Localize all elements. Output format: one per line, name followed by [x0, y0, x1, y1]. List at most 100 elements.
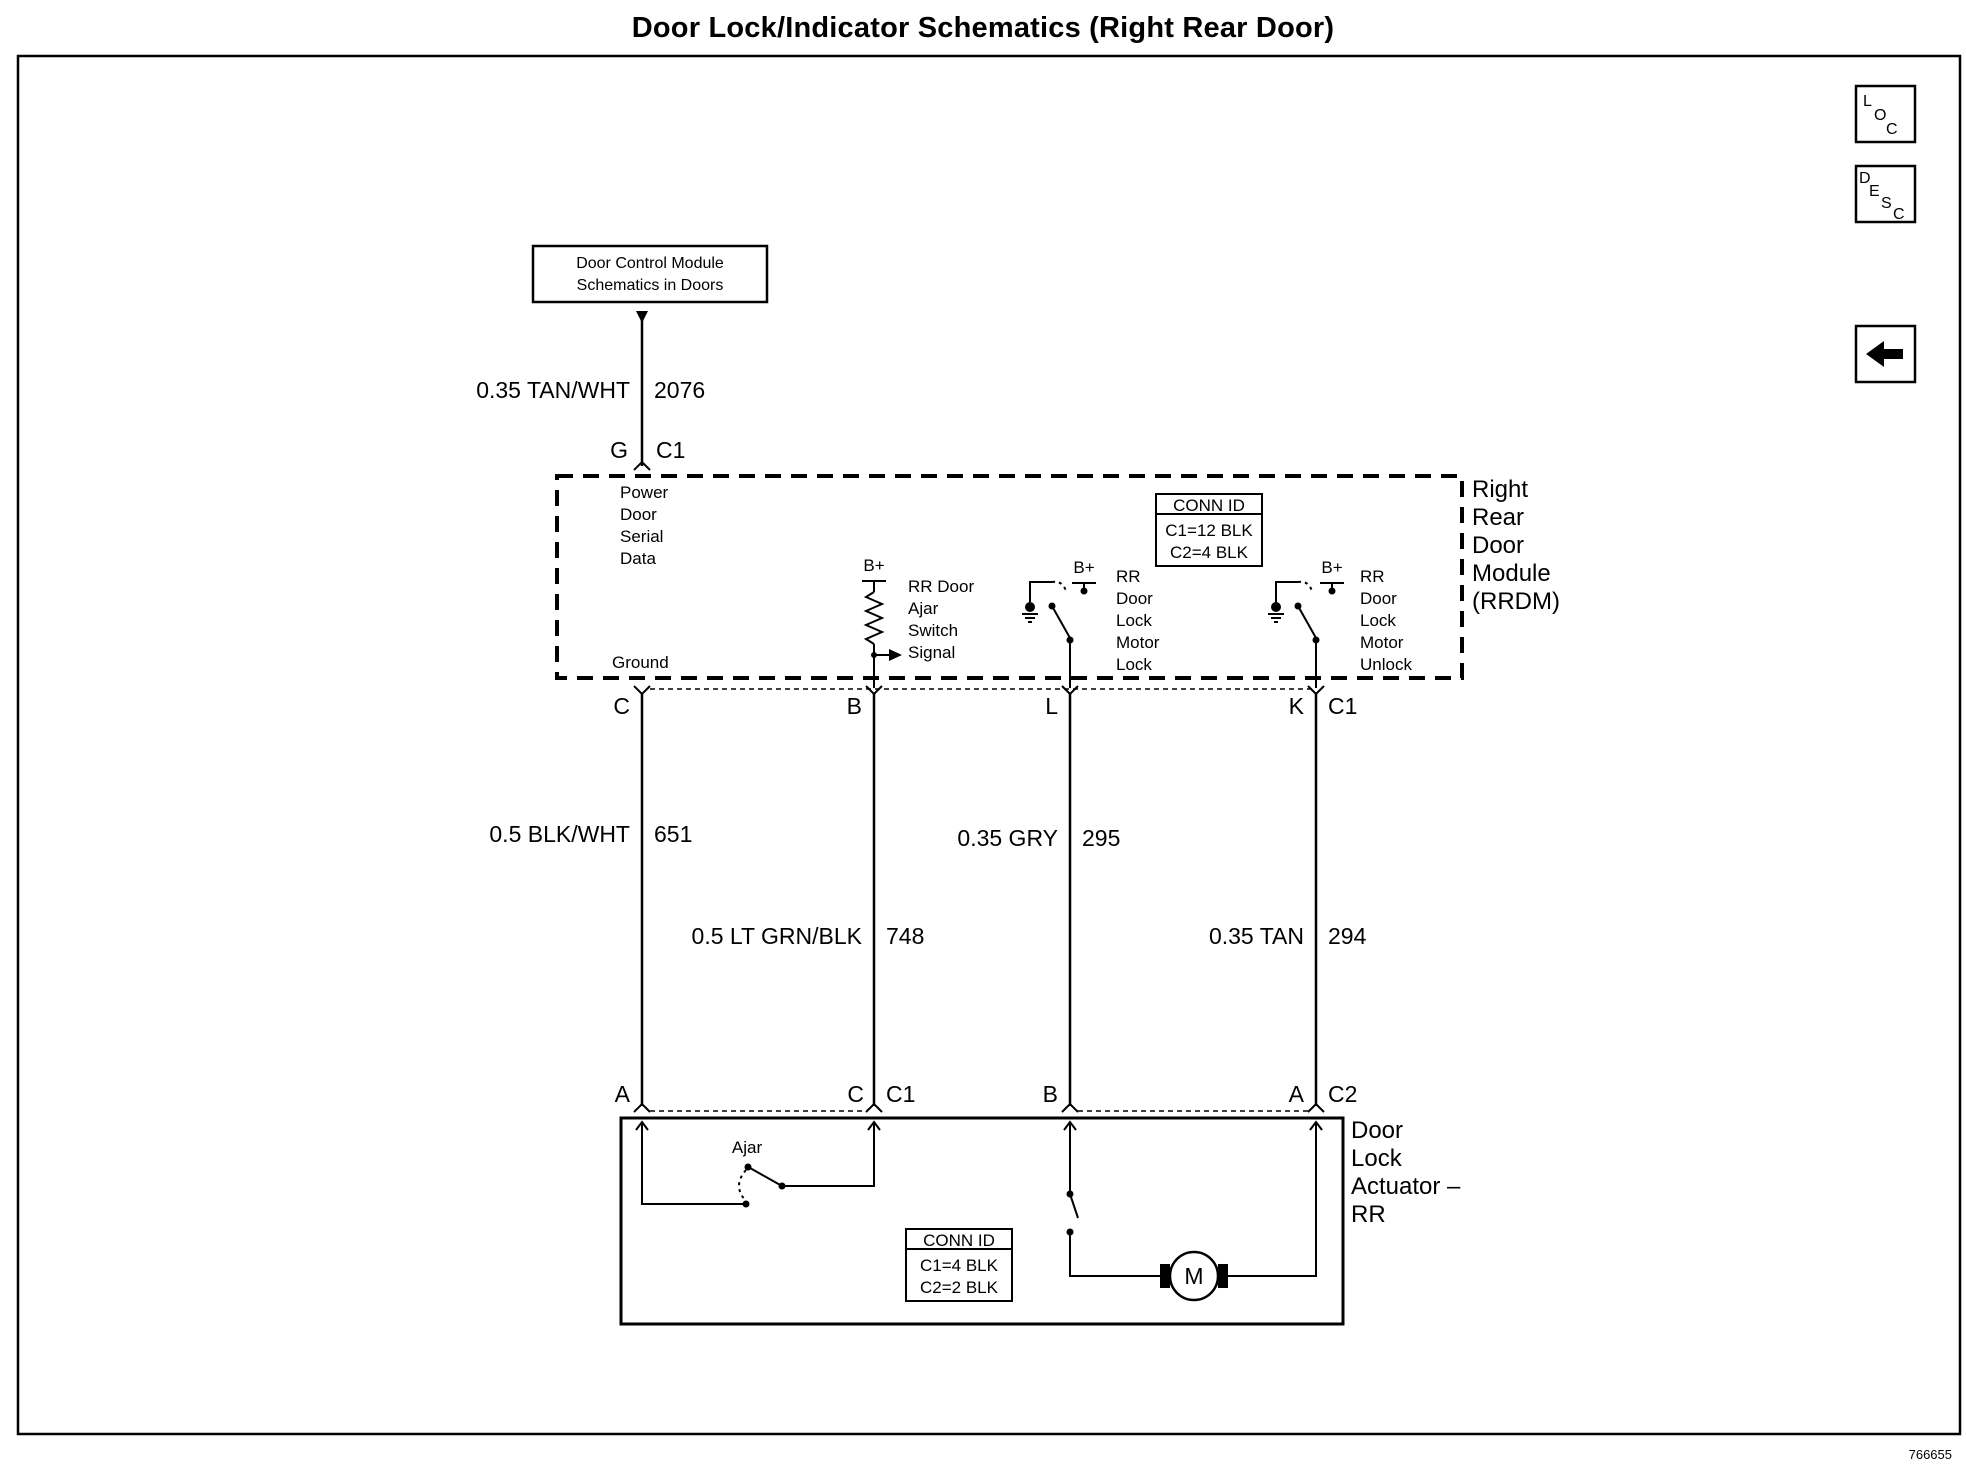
rrdm-name-line1: Right: [1472, 476, 1528, 503]
label-ground: Ground: [612, 653, 669, 672]
connector-c-icon: [633, 685, 651, 696]
svg-text:Door Control Module: Door Control Module: [576, 255, 724, 272]
rrdm-name-line2: Rear: [1472, 504, 1524, 531]
svg-text:E: E: [1869, 183, 1880, 200]
svg-text:L: L: [1863, 93, 1872, 110]
arrow-up-icon: [1309, 1120, 1323, 1131]
svg-text:Schematics in Doors: Schematics in Doors: [577, 277, 724, 294]
actuator-pin-a2: A: [1289, 1081, 1305, 1107]
arrow-up-icon: [867, 1120, 881, 1131]
svg-text:CONN ID: CONN ID: [1173, 496, 1245, 515]
actuator-name-line3: Actuator –: [1351, 1173, 1461, 1200]
svg-text:Unlock: Unlock: [1360, 655, 1412, 674]
svg-text:C1=12 BLK: C1=12 BLK: [1165, 521, 1253, 540]
loc-button[interactable]: L O C: [1854, 84, 1917, 144]
wire-294-circuit: 294: [1328, 923, 1367, 949]
svg-text:Motor: Motor: [1360, 633, 1404, 652]
image-id-label: 766655: [1908, 1447, 1952, 1462]
svg-text:C2=2 BLK: C2=2 BLK: [920, 1278, 999, 1297]
wire-748-color: 0.5 LT GRN/BLK: [692, 923, 863, 949]
label-power: Power: [620, 483, 669, 502]
pin-k: K: [1289, 693, 1305, 719]
svg-text:Motor: Motor: [1116, 633, 1160, 652]
svg-text:Lock: Lock: [1116, 611, 1152, 630]
label-serial: Serial: [620, 527, 663, 546]
pin-c: C: [613, 693, 630, 719]
rrdm-name-line3: Door: [1472, 532, 1524, 559]
svg-text:Door: Door: [1360, 589, 1397, 608]
rrdm-name-line5: (RRDM): [1472, 588, 1560, 615]
wire-651-color: 0.5 BLK/WHT: [489, 821, 630, 847]
reference-box-door-control-module[interactable]: Door Control Module Schematics in Doors: [531, 244, 769, 304]
svg-text:C1=4 BLK: C1=4 BLK: [920, 1256, 999, 1275]
actuator-name-line4: RR: [1351, 1201, 1386, 1228]
conn-c1: C1: [1328, 693, 1357, 719]
label-door: Door: [620, 505, 657, 524]
label-data: Data: [620, 549, 656, 568]
diagram-border: [16, 54, 1962, 1436]
arrow-up-icon: [1063, 1120, 1077, 1131]
svg-text:RR: RR: [1116, 567, 1141, 586]
back-button[interactable]: [1854, 324, 1917, 384]
svg-text:RR Door: RR Door: [908, 577, 974, 596]
arrow-left-icon: [1866, 341, 1903, 367]
ajar-switch: Ajar: [641, 1124, 875, 1208]
actuator-conn-c2: C2: [1328, 1081, 1357, 1107]
svg-text:B+: B+: [863, 556, 884, 575]
actuator-name-line1: Door: [1351, 1117, 1403, 1144]
svg-text:C: C: [1886, 121, 1898, 138]
svg-text:O: O: [1874, 107, 1886, 124]
svg-text:Signal: Signal: [908, 643, 955, 662]
desc-button[interactable]: D E S C: [1854, 164, 1917, 224]
connector-c-actuator-icon: [865, 1102, 883, 1113]
motor-icon: [1168, 1250, 1220, 1302]
actuator-conn-c1: C1: [886, 1081, 915, 1107]
lock-motor-circuit: M: [1066, 1124, 1317, 1302]
wire-2076-color: 0.35 TAN/WHT: [476, 377, 630, 403]
svg-text:Ajar: Ajar: [908, 599, 939, 618]
actuator-conn-id: CONN ID C1=4 BLK C2=2 BLK: [905, 1228, 1013, 1302]
connector-a2-actuator-icon: [1307, 1102, 1325, 1113]
svg-text:Ajar: Ajar: [732, 1138, 763, 1157]
wire-295-color: 0.35 GRY: [957, 825, 1058, 851]
svg-text:Door: Door: [1116, 589, 1153, 608]
svg-text:C2=4 BLK: C2=4 BLK: [1170, 543, 1249, 562]
actuator-pin-b: B: [1043, 1081, 1058, 1107]
wire-651-circuit: 651: [654, 821, 692, 847]
ajar-switch-signal-circuit: B+ RR Door Ajar Switch Signal: [862, 556, 974, 688]
wire-748-circuit: 748: [886, 923, 924, 949]
svg-text:D: D: [1859, 170, 1871, 187]
svg-text:B+: B+: [1321, 558, 1342, 577]
svg-text:RR: RR: [1360, 567, 1385, 586]
actuator-pin-c: C: [847, 1081, 864, 1107]
svg-text:M: M: [1184, 1263, 1203, 1289]
conn-c1-top: C1: [656, 437, 685, 463]
rrdm-name-line4: Module: [1472, 560, 1551, 587]
svg-text:S: S: [1881, 195, 1892, 212]
connector-g-icon: [633, 460, 651, 471]
pin-l: L: [1045, 693, 1058, 719]
rrdm-module-boundary: [555, 474, 1464, 680]
wire-295-circuit: 295: [1082, 825, 1120, 851]
pin-g: G: [610, 437, 628, 463]
svg-text:Lock: Lock: [1360, 611, 1396, 630]
svg-text:C: C: [1893, 206, 1905, 223]
arrow-up-icon: [635, 1120, 649, 1131]
pin-b: B: [847, 693, 862, 719]
lock-motor-relay: B+ RR Door Lock Motor Lock: [1022, 558, 1160, 688]
connector-a-icon: [633, 1102, 651, 1113]
svg-text:Switch: Switch: [908, 621, 958, 640]
svg-text:B+: B+: [1073, 558, 1094, 577]
rrdm-conn-id: CONN ID C1=12 BLK C2=4 BLK: [1155, 493, 1263, 567]
page-title: Door Lock/Indicator Schematics (Right Re…: [631, 12, 1335, 44]
wire-2076-circuit: 2076: [654, 377, 705, 403]
wire-294-color: 0.35 TAN: [1209, 923, 1304, 949]
svg-text:CONN ID: CONN ID: [923, 1231, 995, 1250]
unlock-motor-relay: B+ RR Door Lock Motor Unlock: [1268, 558, 1412, 688]
door-lock-actuator-box: [619, 1116, 1345, 1326]
connector-b-actuator-icon: [1061, 1102, 1079, 1113]
actuator-name-line2: Lock: [1351, 1145, 1403, 1172]
actuator-pin-a: A: [615, 1081, 631, 1107]
svg-text:Lock: Lock: [1116, 655, 1152, 674]
